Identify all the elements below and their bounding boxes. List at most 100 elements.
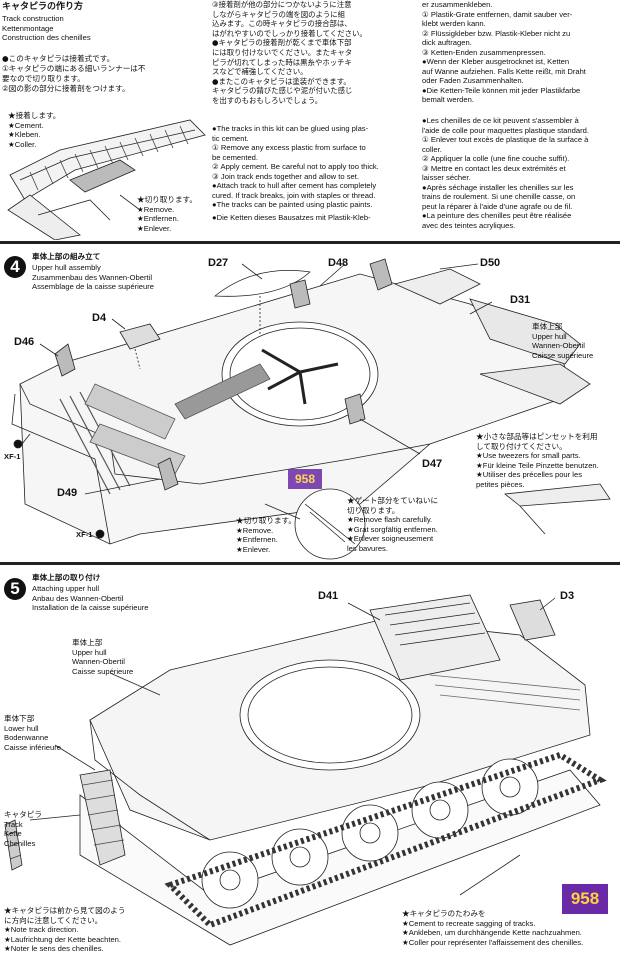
text-line: ★キャタピラは前から見て図のよう xyxy=(4,906,126,915)
text-line: ① Enlever tout excès de plastique de la … xyxy=(422,135,589,144)
text-line: avec des teintes acryliques. xyxy=(422,220,516,230)
text-line: 要なので切り取ります。 xyxy=(2,74,85,83)
lower-hull-callout: 車体下部 Lower hull Bodenwanne Caisse inféri… xyxy=(4,714,61,752)
text-line: Caisse supérieure xyxy=(72,666,134,676)
text-line: に方向に注意してください。 xyxy=(4,915,103,925)
text-line: ★キャタピラのたわみを xyxy=(402,909,486,918)
track-jp-notes: ③接着剤が他の部分につかないように注意 しながらキャタピラの端を図のように組 込… xyxy=(212,0,412,106)
text-line: klebt werden kann. xyxy=(422,19,486,28)
text-line: laisser sécher. xyxy=(422,173,471,182)
track-title-block: Track construction Kettenmontage Constru… xyxy=(2,14,91,43)
text-line: Anbau des Wannen-Obertil xyxy=(32,593,124,603)
text-line: ●La peinture des chenilles peut être réa… xyxy=(422,211,572,220)
text-line: ●キャタピラの接着剤が乾くまで車体下部 xyxy=(212,38,352,48)
text-line: l'aide de colle pour maquettes plastique… xyxy=(422,125,589,135)
part-d46-label: D46 xyxy=(14,336,35,348)
text-line: Wannen-Obertil xyxy=(72,657,125,666)
track-title-de: Kettenmontage xyxy=(2,23,54,33)
text-line: して取り付けてください。 xyxy=(476,441,567,451)
text-line: petites pièces. xyxy=(476,479,525,489)
text-line: ●Die Ketten-Teile können mit jeder Plast… xyxy=(422,85,581,95)
text-line: スなどで補強してください。 xyxy=(212,67,308,77)
part-d41-label: D41 xyxy=(318,590,339,602)
part-d31-label: D31 xyxy=(510,294,531,306)
text-line: ★接着します。 xyxy=(8,111,61,120)
step5-number: 5 xyxy=(4,578,26,600)
text-line: ★小さな部品等はピンセットを利用 xyxy=(476,432,598,441)
text-line: ★Enlever. xyxy=(236,544,271,554)
text-line: Chenilles xyxy=(4,838,36,848)
part-d3-label: D3 xyxy=(560,590,575,602)
text-line: ★Kleben. xyxy=(8,130,41,139)
text-line: を出すのもおもしろいでしょう。 xyxy=(212,95,323,105)
text-line: 車体上部 xyxy=(532,322,563,331)
step5-titles: Attaching upper hull Anbau des Wannen-Ob… xyxy=(32,584,149,613)
track-link-diagram xyxy=(7,119,206,240)
text-line: Upper hull xyxy=(532,331,567,341)
text-line: キャタピラの錆びた感じや泥が付いた感じ xyxy=(212,86,353,96)
tank-hull-diagram xyxy=(4,594,607,946)
watermark-badge: 958 xyxy=(288,469,322,489)
text-line: ●Wenn der Kleber ausgetrocknet ist, Kett… xyxy=(422,57,570,66)
track-jp-title: キャタピラの作り方 xyxy=(2,2,84,12)
text-line: ●The tracks in this kit can be glued usi… xyxy=(212,124,369,133)
text-line: ③ Join track ends together and allow to … xyxy=(212,171,359,181)
text-line: ★Note track direction. xyxy=(4,925,79,934)
remove-callout: ★切り取ります。 ★Remove. ★Entfernen. ★Enlever. xyxy=(137,195,197,233)
text-line: Attaching upper hull xyxy=(32,584,100,593)
part-d47-label: D47 xyxy=(422,458,443,470)
section-divider xyxy=(0,562,620,565)
text-line: er zusammenkleben. xyxy=(422,0,493,9)
text-line: しながらキャタピラの端を図のように組 xyxy=(212,9,346,19)
track-direction-note: ★キャタピラは前から見て図のよう に方向に注意してください。 ★Note tra… xyxy=(4,906,126,954)
text-line: ★Entfernen. xyxy=(236,535,278,544)
text-line: Upper hull assembly xyxy=(32,263,101,272)
text-line: ★Remove. xyxy=(137,204,175,214)
text-line: ③ Mettre en contact les deux extrémités … xyxy=(422,163,566,173)
track-jp-instructions: ●このキャタピラは接着式です。 ①キャタピラの端にある細いランナーは不 要なので… xyxy=(2,54,146,94)
text-line: cured. If track breaks, join with staple… xyxy=(212,190,376,200)
text-line: Caisse inférieure xyxy=(4,742,61,752)
text-line: ② Apply cement. Be careful not to apply … xyxy=(212,162,379,171)
text-line: ①キャタピラの端にある細いランナーは不 xyxy=(2,64,146,73)
text-line: ②図の影の部分に接着剤をつけます。 xyxy=(2,84,130,93)
text-line: 切り取ります。 xyxy=(347,505,400,515)
part-d49-label: D49 xyxy=(57,487,78,499)
text-line: ★Coller pour représenter l'affaissement … xyxy=(402,937,584,947)
part-d27-label: D27 xyxy=(208,257,229,269)
part-d50-label: D50 xyxy=(480,257,501,269)
text-line: ★切り取ります。 xyxy=(236,516,296,525)
text-line: ●Après séchage installer les chenilles s… xyxy=(422,182,574,192)
text-line: はがれやすいのでしっかり接着してください。 xyxy=(212,28,367,38)
upper-hull-diagram xyxy=(11,258,611,560)
text-line: ② Flüssigkleber bzw. Plastik-Kleber nich… xyxy=(422,28,571,38)
text-line: 車体下部 xyxy=(4,714,35,723)
step4-number: 4 xyxy=(4,256,26,278)
text-line: ★Remove. xyxy=(236,525,274,535)
text-line: ★Enlever soigneusement xyxy=(347,534,434,543)
text-line: oder Faden Zusammenhalten. xyxy=(422,76,524,85)
remove-flash-callout: ★ゲート部分をていねいに 切り取ります。 ★Remove flash caref… xyxy=(347,496,438,553)
text-line: ② Appliquer la colle (une fine couche su… xyxy=(422,154,570,163)
text-line: ① Remove any excess plastic from surface… xyxy=(212,143,366,152)
text-line: ★Coller. xyxy=(8,139,37,149)
track-fr-notes: ●Les chenilles de ce kit peuvent s'assem… xyxy=(422,116,618,230)
paint-xf1-label: XF-1 xyxy=(76,530,93,539)
text-line: Caisse supérieure xyxy=(532,350,594,360)
text-line: Bodenwanne xyxy=(4,733,49,742)
text-line: peut la réparer à l'aide d'une agrafe ou… xyxy=(422,201,573,211)
text-line: ●Attach track to hull after cement has c… xyxy=(212,181,377,190)
text-line: ★Grat sorgfältig entfernen. xyxy=(347,524,438,534)
text-line: ピラが切れてしまった時は黒糸やホッチキ xyxy=(212,57,352,67)
text-line: ●Les chenilles de ce kit peuvent s'assem… xyxy=(422,116,579,125)
text-line: 車体上部 xyxy=(72,638,103,647)
paint-xf1-label: XF-1 xyxy=(4,452,21,461)
text-line: ●このキャタピラは接着式です。 xyxy=(2,54,115,63)
upper-hull-callout: 車体上部 Upper hull Wannen-Obertil Caisse su… xyxy=(72,638,133,676)
part-d4-label: D4 xyxy=(92,312,107,324)
text-line: ★Enlever. xyxy=(137,223,172,233)
text-line: Wannen-Obertil xyxy=(532,341,585,350)
track-title-en: Track construction xyxy=(2,14,64,23)
text-line: tic cement. xyxy=(212,133,249,143)
text-line: には取り付けないでください。またキャタ xyxy=(212,47,353,57)
